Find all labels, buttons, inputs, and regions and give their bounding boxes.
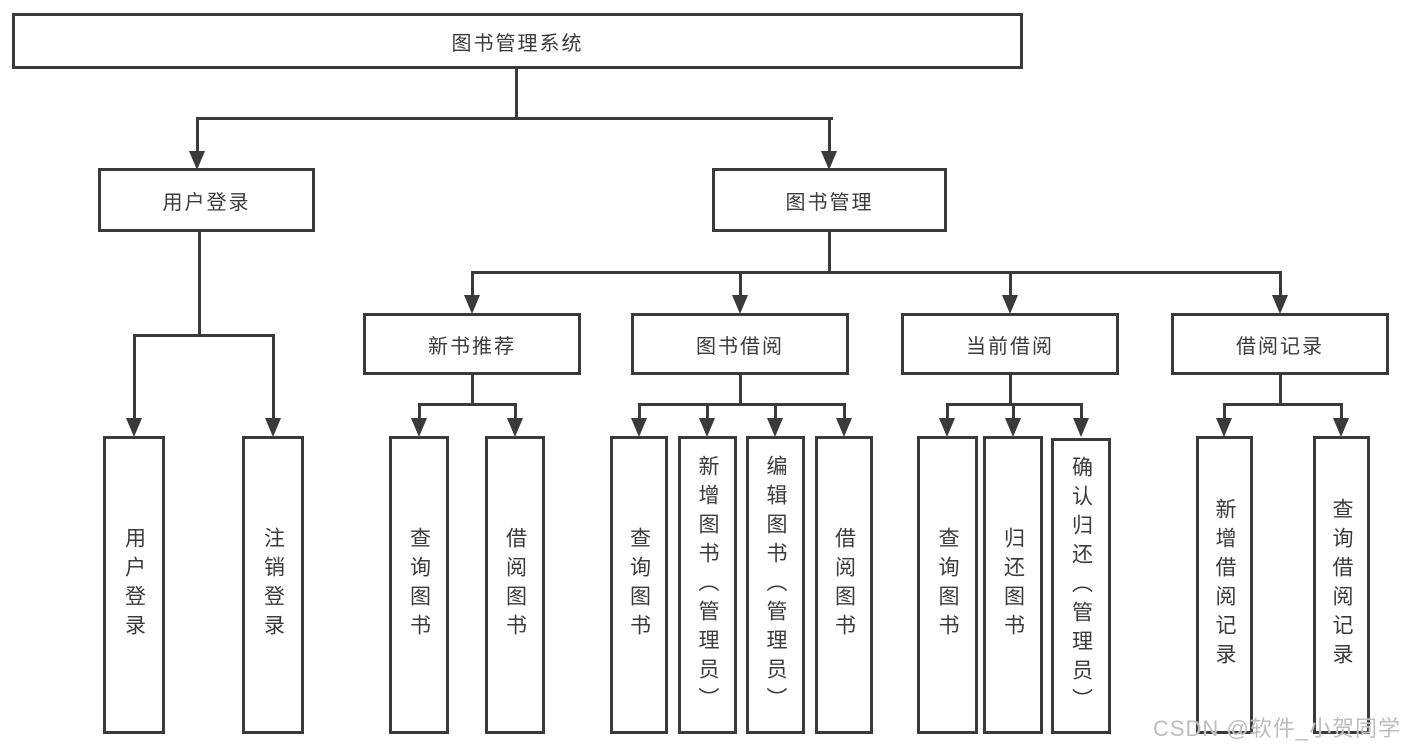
arrowhead [699, 418, 715, 437]
node-label: 图书管理 [785, 191, 874, 214]
leaf-label: 查询图书 [627, 527, 651, 643]
leaf-newrec-query-books: 查询图书 [389, 436, 449, 734]
connector-line [471, 375, 474, 405]
arrowhead [1073, 418, 1089, 437]
leaf-user-login: 用户登录 [103, 436, 165, 734]
leaf-borrow-add-books-admin: 新增图书（管理员） [678, 436, 737, 734]
connector-line [828, 232, 831, 274]
connector-line [471, 271, 1281, 274]
leaf-label: 借阅图书 [832, 527, 856, 643]
node-label: 用户登录 [162, 191, 251, 214]
connector-line [418, 403, 421, 419]
arrowhead [1272, 295, 1288, 314]
leaf-newrec-borrow-books: 借阅图书 [485, 436, 545, 734]
leaf-label: 查询图书 [936, 527, 959, 643]
connector-line [739, 271, 742, 296]
connector-line [638, 403, 846, 406]
connector-line [515, 69, 518, 119]
leaf-label: 编辑图书（管理员） [764, 454, 787, 716]
connector-line [196, 117, 199, 152]
connector-line [418, 403, 517, 406]
connector-line [706, 403, 709, 419]
arrowhead [836, 418, 852, 437]
arrowhead [507, 418, 523, 437]
node-user-login: 用户登录 [98, 168, 315, 232]
watermark: CSDN @软件_小贺同学 [1152, 716, 1401, 741]
connector-line [1012, 403, 1015, 419]
connector-line [272, 334, 275, 418]
connector-line [198, 232, 201, 337]
leaf-label: 新增图书（管理员） [696, 454, 719, 716]
leaf-borrow-query-books: 查询图书 [610, 436, 668, 734]
leaf-logout: 注销登录 [242, 436, 304, 734]
leaf-label: 查询图书 [407, 527, 431, 643]
node-book-management: 图书管理 [712, 168, 947, 232]
node-label: 借阅记录 [1236, 335, 1324, 358]
node-library-management-system: 图书管理系统 [12, 13, 1023, 69]
node-label: 当前借阅 [966, 335, 1054, 358]
arrowhead [265, 418, 281, 437]
node-borrowing-records: 借阅记录 [1171, 313, 1389, 375]
arrowhead [411, 418, 427, 437]
connector-line [828, 117, 831, 152]
arrowhead [1333, 418, 1349, 437]
arrowhead [631, 418, 647, 437]
connector-line [196, 117, 833, 120]
leaf-label: 查询借阅记录 [1330, 498, 1353, 672]
arrowhead [939, 418, 955, 437]
connector-line [1009, 271, 1012, 296]
connector-line [1223, 403, 1226, 419]
arrowhead [732, 295, 748, 314]
arrowhead [464, 295, 480, 314]
connector-line [471, 271, 474, 296]
connector-line [1279, 271, 1282, 296]
node-book-borrowing: 图书借阅 [631, 313, 849, 375]
arrowhead [1216, 418, 1232, 437]
leaf-records-query-record: 查询借阅记录 [1313, 436, 1370, 734]
arrowhead [767, 418, 783, 437]
leaf-current-query-books: 查询图书 [917, 436, 978, 734]
leaf-current-return-books: 归还图书 [983, 436, 1043, 734]
connector-line [1223, 403, 1343, 406]
connector-line [638, 403, 641, 419]
arrowhead [1005, 418, 1021, 437]
leaf-label: 新增借阅记录 [1213, 498, 1236, 672]
connector-line [774, 403, 777, 419]
connector-line [1279, 375, 1282, 405]
leaf-borrow-borrow-books: 借阅图书 [815, 436, 873, 734]
leaf-label: 注销登录 [261, 527, 285, 643]
connector-line [133, 334, 275, 337]
connector-line [514, 403, 517, 419]
arrowhead [126, 418, 142, 437]
arrowhead [189, 151, 205, 170]
connector-line [1080, 403, 1083, 419]
leaf-label: 确认归还（管理员） [1069, 455, 1093, 717]
node-label: 图书借阅 [696, 335, 784, 358]
node-label: 新书推荐 [428, 335, 516, 358]
leaf-records-add-record: 新增借阅记录 [1196, 436, 1253, 734]
connector-line [1009, 375, 1012, 405]
leaf-label: 借阅图书 [503, 527, 527, 643]
arrowhead [1002, 295, 1018, 314]
node-current-borrowing: 当前借阅 [901, 313, 1119, 375]
connector-line [946, 403, 949, 419]
connector-line [739, 375, 742, 405]
connector-line [133, 334, 136, 418]
leaf-current-confirm-return-admin: 确认归还（管理员） [1051, 438, 1111, 734]
arrowhead [821, 151, 837, 170]
leaf-label: 用户登录 [122, 527, 146, 643]
node-label: 图书管理系统 [451, 32, 584, 55]
leaf-label: 归还图书 [1001, 527, 1025, 643]
connector-line [843, 403, 846, 419]
connector-line [1340, 403, 1343, 419]
leaf-borrow-edit-books-admin: 编辑图书（管理员） [746, 436, 805, 734]
node-new-book-recommend: 新书推荐 [363, 313, 581, 375]
